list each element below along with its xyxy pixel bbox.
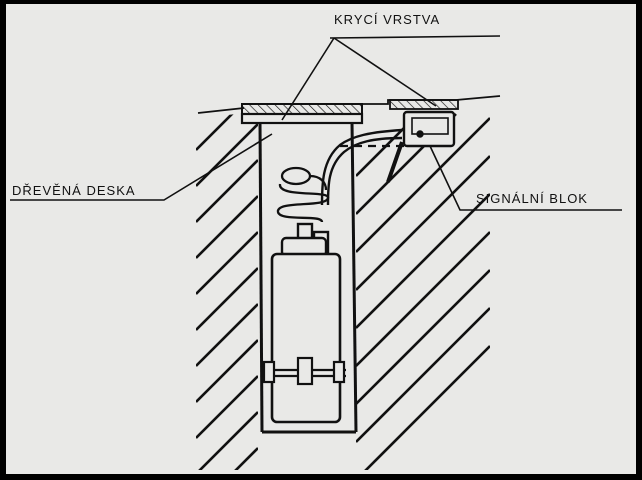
borehole-walls: [258, 121, 358, 434]
label-signal-block: SIGNÁLNÍ BLOK: [476, 191, 588, 206]
label-cover-layer: KRYCÍ VRSTVA: [334, 12, 440, 27]
antenna-stroke: [386, 141, 404, 183]
canister: [270, 252, 342, 424]
coiled-tube: [276, 166, 330, 224]
wooden-board: [240, 112, 364, 125]
label-wooden-board: DŘEVĚNÁ DESKA: [12, 183, 136, 198]
signal-block: [402, 110, 456, 148]
cover-layer: [241, 103, 363, 115]
soil-left: [196, 112, 258, 470]
signal-block-cover: [389, 99, 459, 110]
ground-surface: [197, 95, 501, 114]
soil-right: [356, 111, 490, 470]
valve: [280, 222, 330, 258]
leader-lines: [10, 35, 622, 211]
canister-strap: [262, 356, 346, 386]
